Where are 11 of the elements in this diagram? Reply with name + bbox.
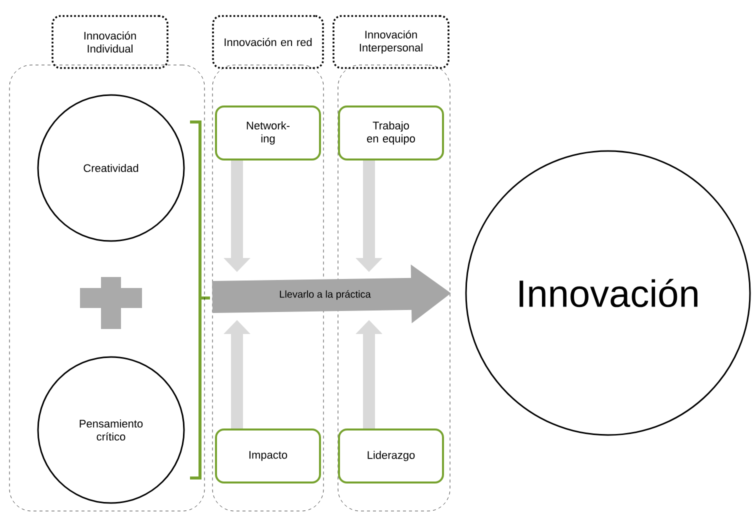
- header-box: Innovación Interpersonal: [332, 15, 450, 69]
- edge-label: Llevarlo a la práctica: [278, 289, 372, 301]
- rounded-box: Impacto: [215, 428, 321, 484]
- column-band: [9, 64, 205, 512]
- rounded-box: Network- ing: [215, 106, 321, 160]
- column-band: [338, 64, 450, 512]
- column-band: [212, 64, 324, 512]
- rounded-box: Liderazgo: [338, 428, 444, 484]
- header-box: Innovación en red: [212, 15, 324, 69]
- header-box: Innovación Individual: [52, 15, 168, 69]
- rounded-box: Trabajo en equipo: [338, 106, 444, 160]
